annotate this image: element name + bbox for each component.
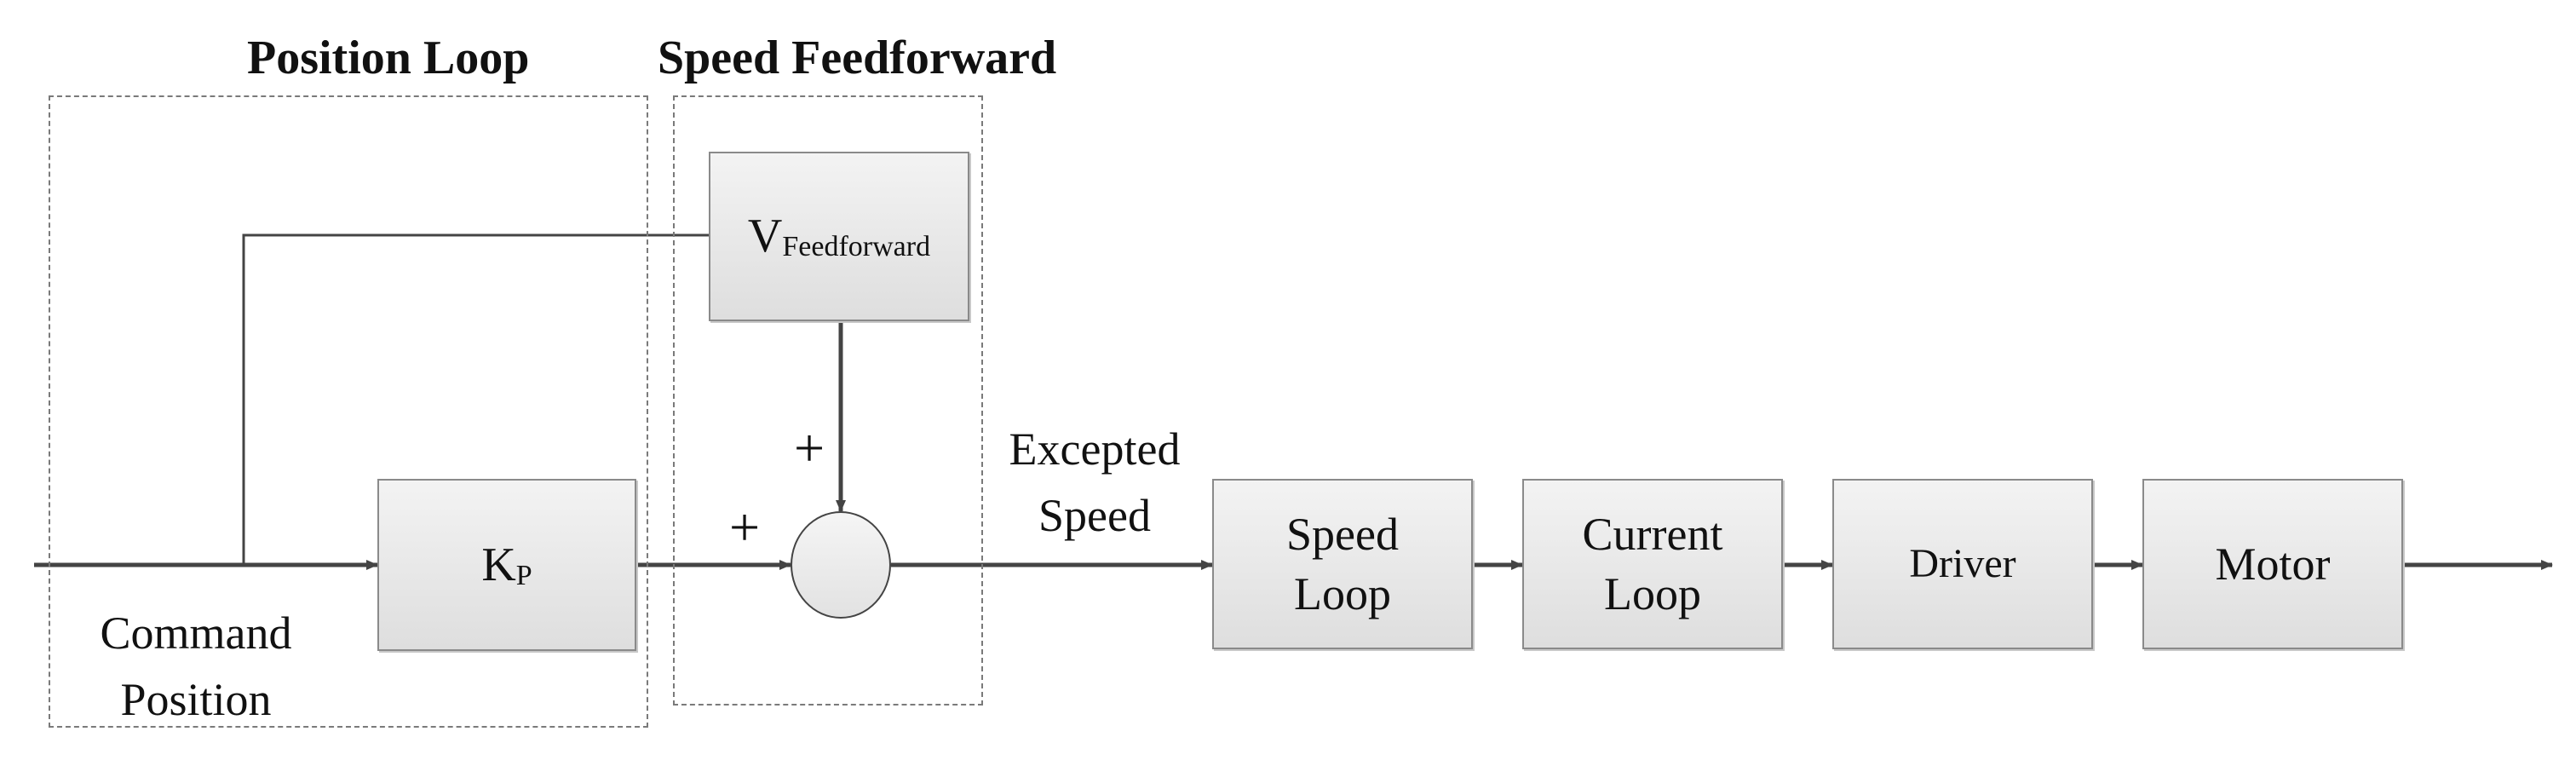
command-position-label: Command Position [100, 608, 292, 726]
sum-top-plus-sign: + [794, 418, 825, 478]
kp-symbol: KP [481, 538, 532, 592]
motor-block: Motor [2142, 479, 2403, 649]
driver-block: Driver [1832, 479, 2093, 649]
feedforward-main-text: V [747, 210, 783, 263]
feedforward-symbol: VFeedforward [748, 209, 930, 263]
kp-subscript: P [515, 560, 532, 592]
feedforward-branch-line [242, 233, 709, 565]
position-loop-title: Position Loop [247, 32, 530, 84]
feedforward-subscript: Feedforward [782, 231, 931, 263]
speed-feedforward-title: Speed Feedforward [658, 32, 1057, 84]
position-loop-frame [49, 95, 648, 728]
kp-gain-block: KP [377, 479, 636, 651]
current-loop-block: Current Loop [1522, 479, 1783, 649]
summing-junction [791, 511, 891, 619]
speed-loop-label: Speed Loop [1286, 508, 1399, 619]
current-loop-label: Current Loop [1582, 508, 1723, 619]
driver-label: Driver [1909, 540, 2016, 586]
expected-speed-label: Excepted Speed [1009, 423, 1181, 542]
kp-main-text: K [481, 538, 516, 591]
speed-loop-block: Speed Loop [1212, 479, 1473, 649]
sum-left-plus-sign: + [729, 497, 761, 557]
speed-feedforward-frame [673, 95, 983, 706]
velocity-feedforward-block: VFeedforward [709, 152, 969, 321]
motor-label: Motor [2215, 538, 2331, 590]
